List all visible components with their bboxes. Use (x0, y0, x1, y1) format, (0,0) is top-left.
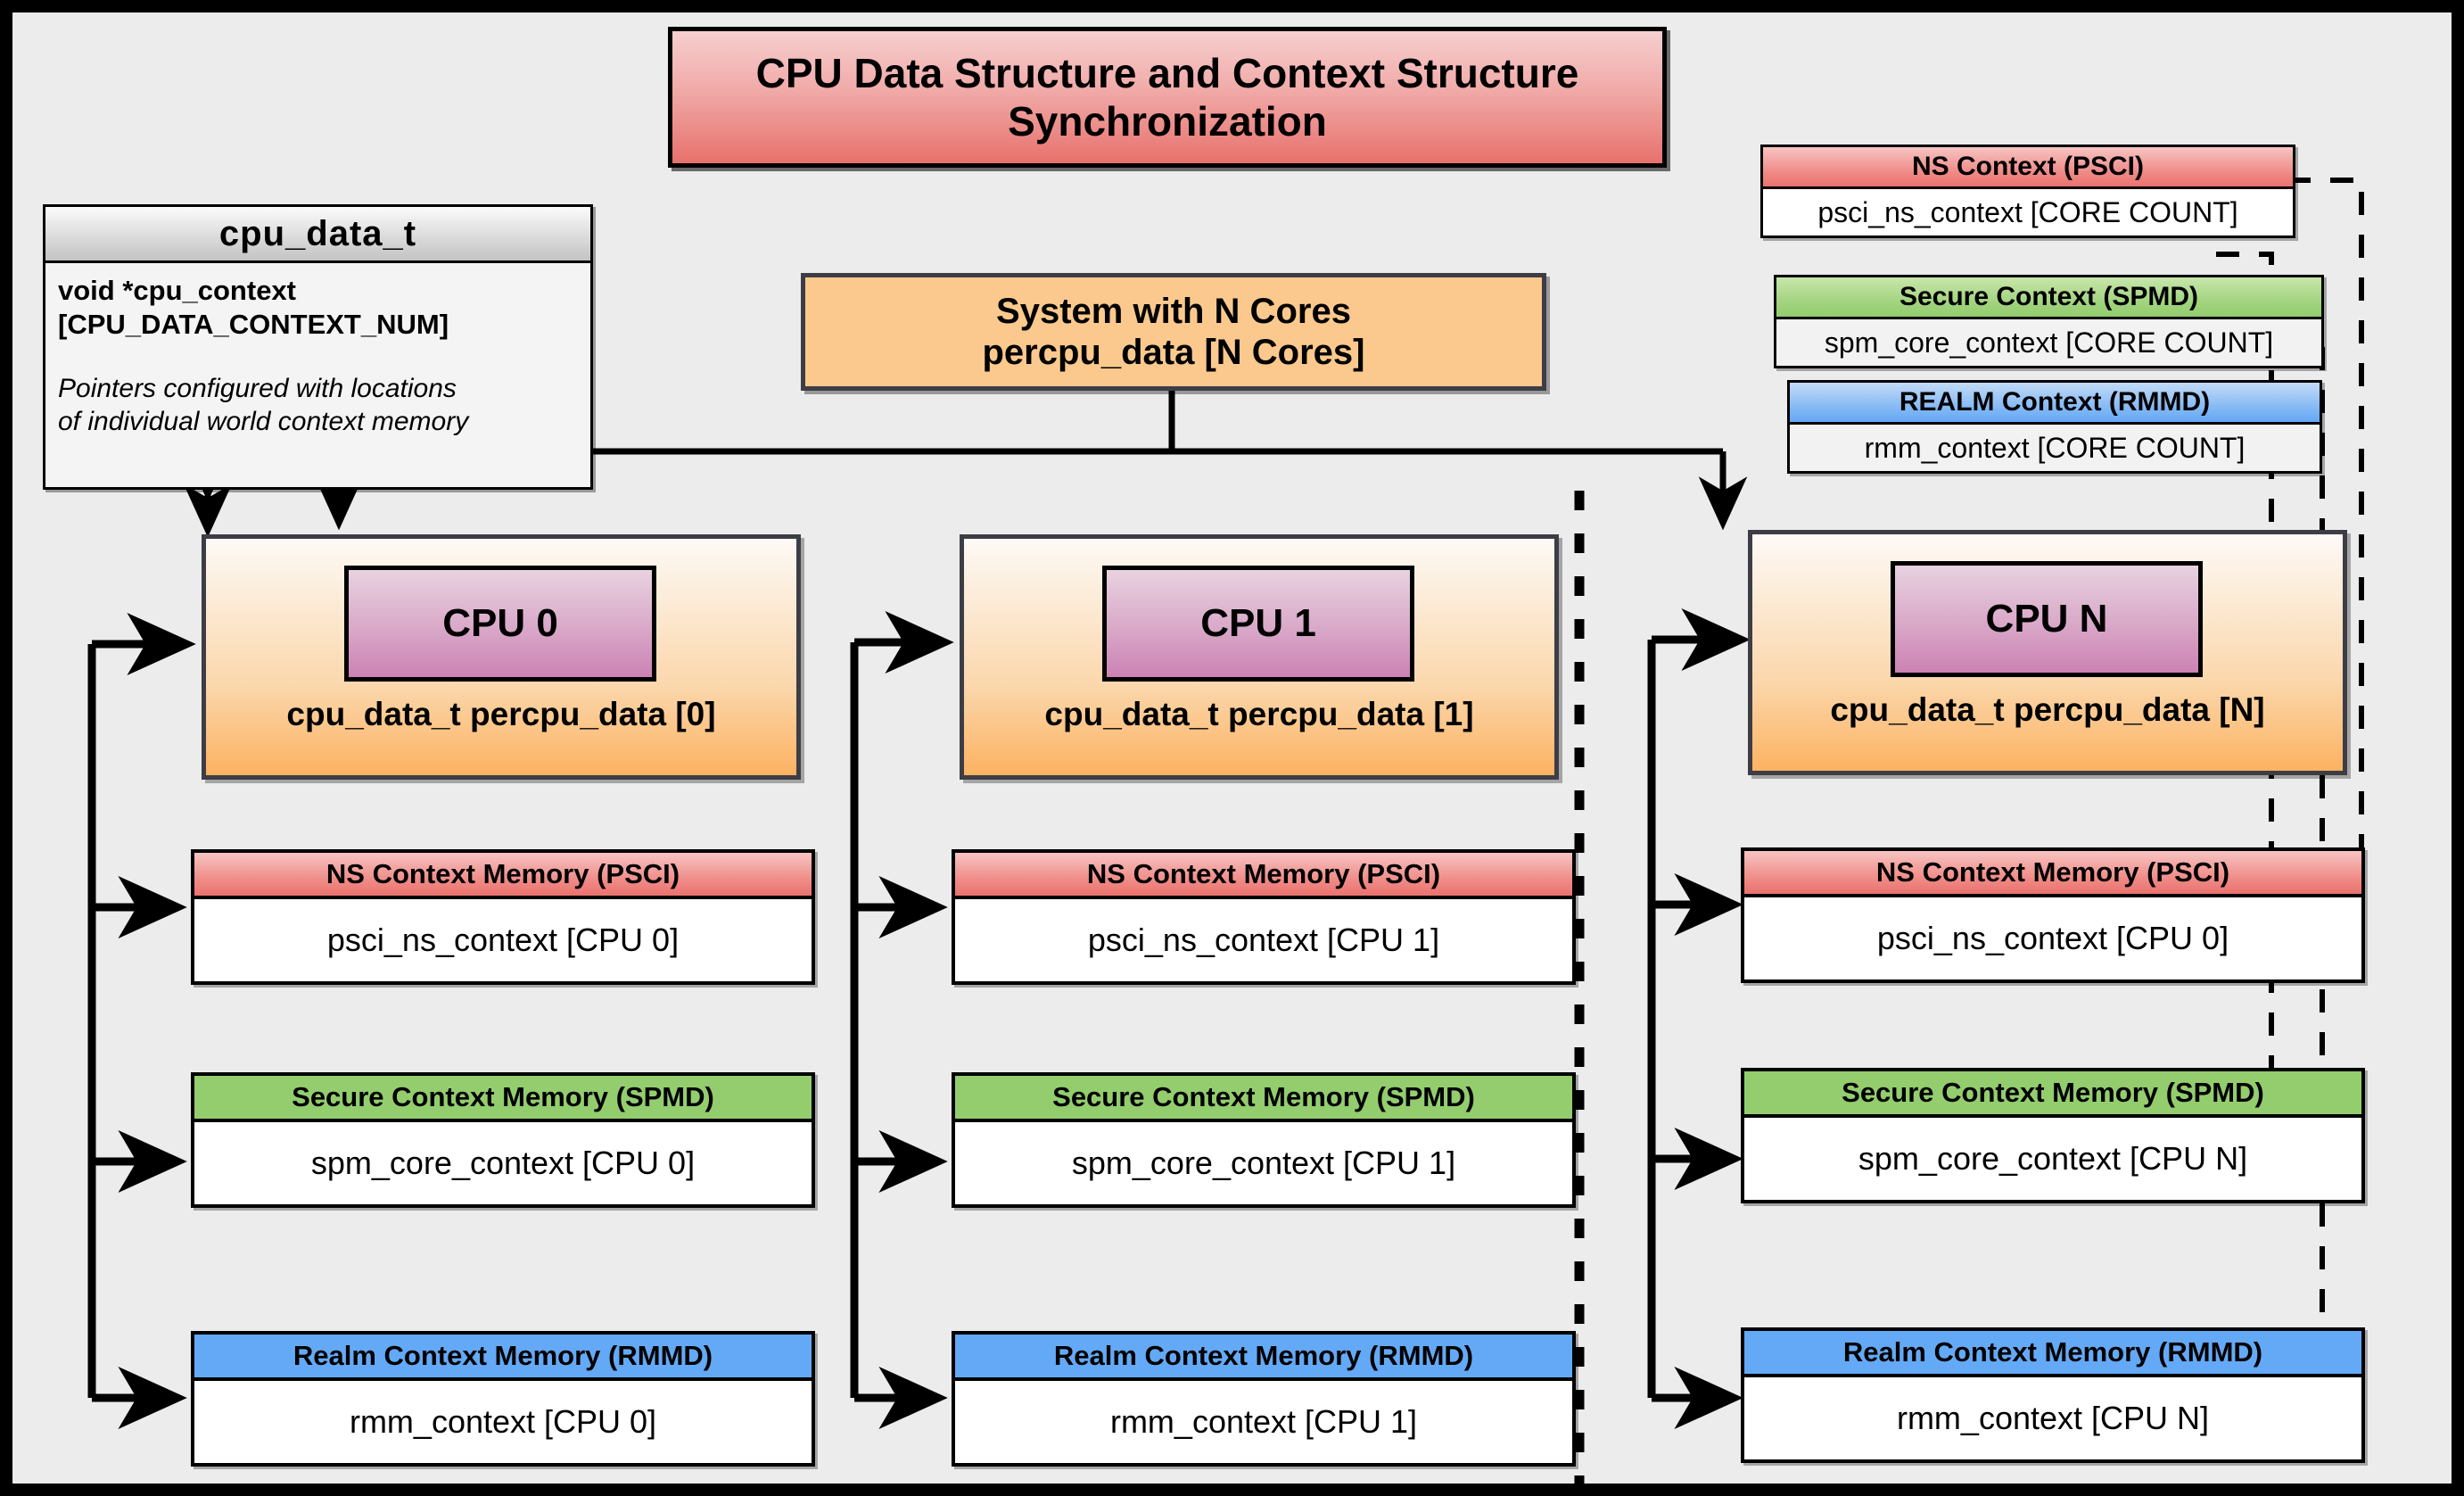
cpu1-context-ns-body: psci_ns_context [CPU 1] (955, 899, 1572, 981)
cpu1-context-secure: Secure Context Memory (SPMD) spm_core_co… (952, 1072, 1576, 1208)
global-context-realm: REALM Context (RMMD) rmm_context [CORE C… (1787, 380, 2322, 474)
global-context-realm-header: REALM Context (RMMD) (1790, 383, 2320, 425)
system-line-2: percpu_data [N Cores] (982, 333, 1365, 372)
cpu-caption-0: cpu_data_t percpu_data [0] (286, 696, 716, 732)
cpu-node-1: CPU 1 cpu_data_t percpu_data [1] (960, 534, 1559, 780)
wire-spine-cpu0 (87, 612, 196, 1430)
cpu1-context-realm: Realm Context Memory (RMMD) rmm_context … (952, 1331, 1576, 1467)
global-context-secure-body: spm_core_context [CORE COUNT] (1824, 326, 2274, 359)
cpu0-context-secure-body: spm_core_context [CPU 0] (194, 1122, 812, 1204)
cpu-node-0: CPU 0 cpu_data_t percpu_data [0] (202, 534, 801, 780)
system-line-1: System with N Cores (996, 291, 1351, 331)
wire-spine-cpun (1647, 607, 1751, 1430)
cpu1-context-ns: NS Context Memory (PSCI) psci_ns_context… (952, 849, 1576, 985)
cpu0-context-ns-body: psci_ns_context [CPU 0] (194, 899, 812, 981)
global-context-ns-body: psci_ns_context [CORE COUNT] (1763, 189, 2293, 236)
cpu-data-t-class-box: cpu_data_t void *cpu_context [CPU_DATA_C… (43, 204, 593, 490)
title-line-1: CPU Data Structure and Context Structure (755, 49, 1579, 96)
cpun-context-ns-header: NS Context Memory (PSCI) (1744, 851, 2361, 897)
cpu1-context-realm-header: Realm Context Memory (RMMD) (955, 1335, 1572, 1381)
cpu-caption-n: cpu_data_t percpu_data [N] (1830, 691, 2265, 728)
diagram-title: CPU Data Structure and Context Structure… (668, 27, 1667, 168)
cpu1-context-realm-body: rmm_context [CPU 1] (955, 1381, 1572, 1463)
global-context-ns: NS Context (PSCI) psci_ns_context [CORE … (1760, 145, 2295, 238)
title-line-2: Synchronization (1008, 98, 1327, 145)
cpu-caption-1: cpu_data_t percpu_data [1] (1044, 696, 1474, 732)
cpu1-context-ns-header: NS Context Memory (PSCI) (955, 853, 1572, 899)
cpun-context-realm: Realm Context Memory (RMMD) rmm_context … (1741, 1327, 2365, 1463)
global-context-realm-body: rmm_context [CORE COUNT] (1864, 431, 2246, 464)
system-node: System with N Cores percpu_data [N Cores… (801, 273, 1546, 391)
cpu0-context-ns-header: NS Context Memory (PSCI) (194, 853, 812, 899)
cpu0-context-secure-header: Secure Context Memory (SPMD) (194, 1076, 812, 1122)
cpu0-context-ns: NS Context Memory (PSCI) psci_ns_context… (191, 849, 815, 985)
cpun-context-ns: NS Context Memory (PSCI) psci_ns_context… (1741, 847, 2365, 983)
cpun-context-realm-header: Realm Context Memory (RMMD) (1744, 1331, 2361, 1377)
cpun-context-secure-body: spm_core_context [CPU N] (1744, 1118, 2361, 1200)
class-field-cpu-context: void *cpu_context [CPU_DATA_CONTEXT_NUM] (58, 275, 449, 340)
cpun-context-secure: Secure Context Memory (SPMD) spm_core_co… (1741, 1068, 2365, 1203)
wire-spine-cpu1 (850, 610, 954, 1430)
cpun-context-secure-header: Secure Context Memory (SPMD) (1744, 1071, 2361, 1118)
cpu1-context-secure-header: Secure Context Memory (SPMD) (955, 1076, 1572, 1122)
cpu1-context-secure-body: spm_core_context [CPU 1] (955, 1122, 1572, 1204)
cpu-chip-1: CPU 1 (1102, 566, 1414, 682)
cpun-context-ns-body: psci_ns_context [CPU 0] (1744, 897, 2361, 979)
cpu0-context-realm: Realm Context Memory (RMMD) rmm_context … (191, 1331, 815, 1467)
class-name: cpu_data_t (45, 207, 590, 263)
cpu0-context-realm-header: Realm Context Memory (RMMD) (194, 1335, 812, 1381)
global-context-secure-header: Secure Context (SPMD) (1776, 277, 2321, 319)
cpu-chip-n: CPU N (1891, 561, 2203, 677)
cpun-context-realm-body: rmm_context [CPU N] (1744, 1377, 2361, 1459)
global-context-secure: Secure Context (SPMD) spm_core_context [… (1774, 275, 2324, 368)
cpu0-context-secure: Secure Context Memory (SPMD) spm_core_co… (191, 1072, 815, 1208)
cpu-node-n: CPU N cpu_data_t percpu_data [N] (1748, 530, 2347, 775)
cpu0-context-realm-body: rmm_context [CPU 0] (194, 1381, 812, 1463)
global-context-ns-header: NS Context (PSCI) (1763, 147, 2293, 189)
class-note: Pointers configured with locations of in… (58, 373, 469, 437)
cpu-chip-0: CPU 0 (344, 566, 656, 682)
diagram-surface: CPU Data Structure and Context Structure… (12, 12, 2452, 1484)
